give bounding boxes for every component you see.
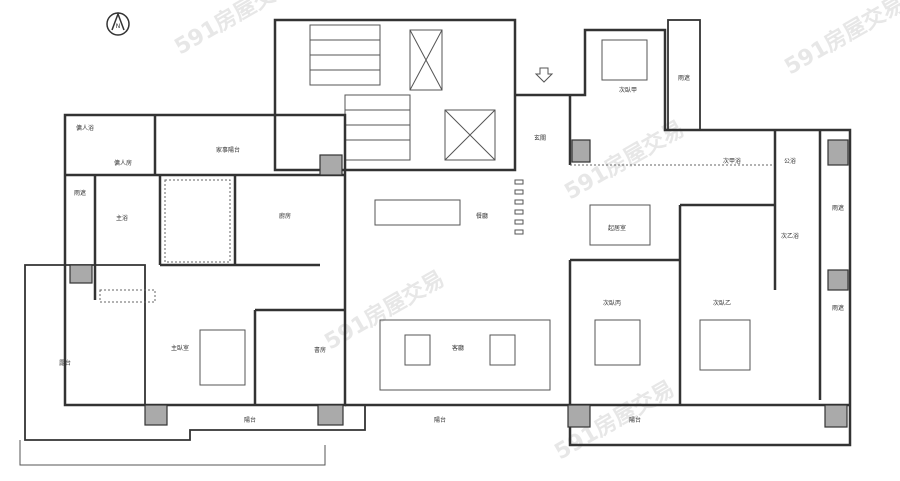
svg-text:主浴: 主浴 [116, 214, 128, 222]
entrance-arrow-icon [534, 67, 554, 83]
svg-text:陽台: 陽台 [629, 416, 641, 424]
right-wing [515, 28, 852, 447]
svg-text:N: N [116, 23, 121, 30]
svg-text:次臥乙: 次臥乙 [713, 299, 731, 307]
terrace-outline [24, 264, 366, 441]
svg-text:起居室: 起居室 [608, 224, 626, 232]
left-wing [63, 113, 347, 407]
stair-core [273, 18, 517, 172]
svg-text:陽台: 陽台 [244, 416, 256, 424]
svg-text:廚房: 廚房 [279, 212, 291, 220]
dining-table [374, 199, 461, 226]
watermark: 591房屋交易 [170, 0, 299, 60]
svg-text:次臥甲: 次臥甲 [619, 86, 637, 94]
svg-text:雨遮: 雨遮 [74, 189, 86, 197]
bed-a [601, 39, 648, 81]
svg-text:雨遮: 雨遮 [678, 74, 690, 82]
svg-text:主臥室: 主臥室 [171, 344, 189, 352]
svg-text:公浴: 公浴 [784, 157, 796, 165]
bed-c [594, 319, 641, 366]
family-room-furniture [589, 204, 651, 246]
svg-text:家事陽台: 家事陽台 [216, 146, 240, 154]
svg-text:玄關: 玄關 [534, 134, 546, 142]
master-bed [199, 329, 246, 386]
north-arrow-icon: N [106, 11, 130, 36]
room-labels: 傭人浴 傭人房 家事陽台 雨遮 主浴 廚房 餐廳 玄關 次臥甲 雨遮 次甲浴 公… [59, 74, 844, 424]
sofa-set [379, 319, 551, 391]
svg-text:次甲浴: 次甲浴 [723, 157, 741, 165]
svg-text:雨遮: 雨遮 [832, 304, 844, 312]
svg-text:露台: 露台 [59, 359, 71, 367]
watermark: 591房屋交易 [780, 0, 900, 80]
svg-text:次臥丙: 次臥丙 [603, 299, 621, 307]
svg-text:陽台: 陽台 [434, 416, 446, 424]
svg-text:雨遮: 雨遮 [832, 204, 844, 212]
svg-text:書房: 書房 [314, 346, 326, 354]
svg-text:餐廳: 餐廳 [476, 212, 488, 220]
svg-text:傭人浴: 傭人浴 [76, 124, 94, 132]
svg-text:次乙浴: 次乙浴 [781, 232, 799, 240]
svg-text:傭人房: 傭人房 [114, 159, 132, 167]
svg-text:客廳: 客廳 [452, 344, 464, 352]
bed-b [699, 319, 751, 371]
